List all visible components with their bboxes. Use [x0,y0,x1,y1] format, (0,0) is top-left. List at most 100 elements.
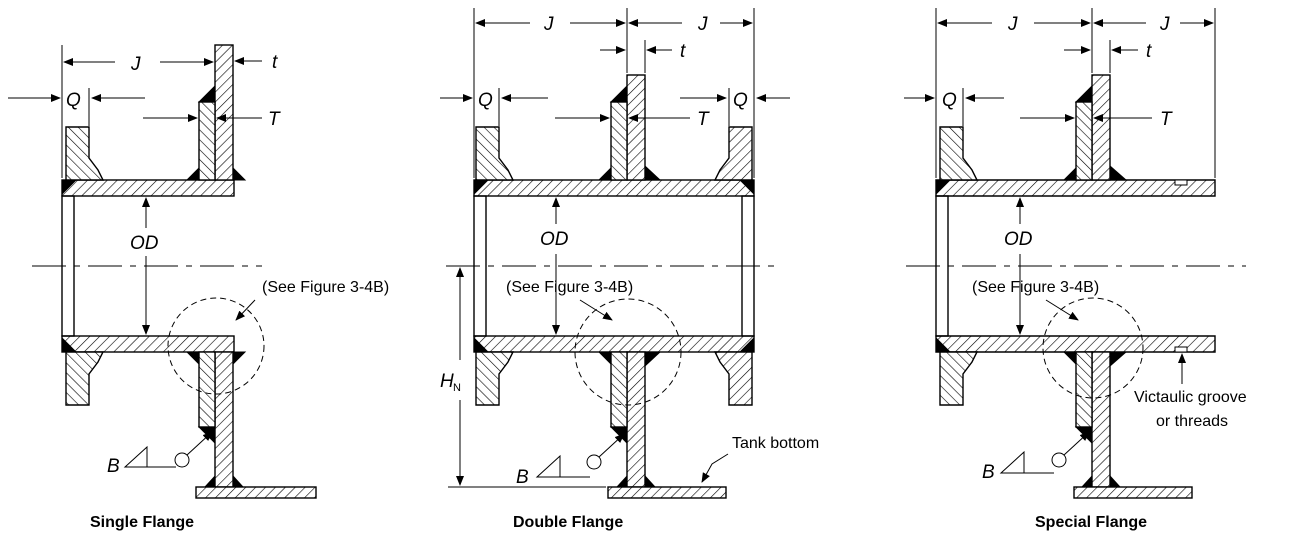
weld-symbol-B: B [516,467,529,488]
weld [1062,351,1077,366]
dim-t-label: t [1146,41,1152,62]
dim-Q-label: Q [733,90,748,111]
tank-wall-plate [214,44,234,181]
weld [1109,164,1128,181]
dim-OD-label: OD [1004,229,1033,250]
flange-hub-top [939,126,979,181]
dim-OD-label: OD [540,229,569,250]
weld-symbol-flag [535,454,590,478]
special-flange-view: J J t Q T OD (See Figure 3-4B) Victaulic… [904,8,1247,531]
dim-t-label: t [272,52,278,73]
pipe-bottom-wall [473,335,755,353]
dim-Q-label: Q [478,90,493,111]
weld [1062,166,1077,181]
weld [609,426,628,445]
detail-circle [1042,297,1144,399]
weld [1109,351,1128,368]
pipe-top-wall [473,179,755,197]
dim-J-label: J [1007,14,1018,35]
weld [609,84,628,103]
tank-bottom-note: Tank bottom [732,435,819,452]
flange-hub-bottom-right [713,351,753,406]
caption-special-flange: Special Flange [1035,514,1147,531]
dim-T-label: T [697,109,710,130]
reinforcing-pad [1075,101,1093,181]
weld [232,166,247,181]
weld [473,179,490,196]
weld-all-around-circle [174,452,190,468]
weld [232,474,245,488]
flange-hub-bottom-left [475,351,515,406]
flange-hub-top-left [475,126,515,181]
weld [61,179,78,196]
double-flange-view: J J t Q Q T OD H N (See Figure 3-4B) [440,8,819,531]
reinforcing-pad [198,101,216,181]
dim-J-label: J [697,14,708,35]
tank-bottom-leader [701,453,729,483]
weld [597,351,612,366]
weld [644,474,657,488]
detail-circle [167,297,265,395]
reinforcing-pad-lower [1075,351,1093,428]
weld-leader [598,433,625,458]
dim-J-label: J [1159,14,1170,35]
dim-t-label: t [680,41,686,62]
weld-symbol-flag [123,445,176,468]
dim-T-label: T [268,109,281,130]
weld-all-around-circle [586,454,602,470]
tank-wall-plate-lower [214,351,234,488]
weld [185,351,200,366]
see-figure-note: (See Figure 3-4B) [262,279,389,296]
dim-Q-label: Q [66,90,81,111]
weld [232,351,247,366]
weld [1074,426,1093,445]
caption-single-flange: Single Flange [90,514,194,531]
weld [597,166,612,181]
victaulic-groove-top [1174,179,1188,186]
weld [61,336,78,353]
weld-all-around-circle [1051,452,1067,468]
weld [1074,84,1093,103]
tank-bottom-plate [1073,486,1193,499]
dim-HN-subscript: N [453,382,461,394]
weld [473,336,490,353]
dim-J-label: J [130,54,141,75]
pipe-bottom-wall [61,335,235,353]
caption-double-flange: Double Flange [513,514,623,531]
weld [644,164,662,181]
weld [1109,474,1122,488]
single-flange-view: J t Q T OD (See Figure 3-4B) B Single Fl… [8,44,389,531]
tank-wall-plate [626,74,646,181]
reinforcing-pad [610,101,628,181]
weld-leader [1063,431,1090,456]
tank-wall-plate-lower [626,351,646,488]
dim-T-label: T [1160,109,1173,130]
weld-symbol-B: B [982,462,995,483]
leader-line [235,299,256,321]
reinforcing-pad-lower [198,351,216,428]
dim-HN-label: H [440,371,454,392]
weld [738,179,755,196]
tank-wall-plate [1091,74,1111,181]
tank-bottom-plate [195,486,317,499]
weld-symbol-B: B [107,456,120,477]
weld [738,336,755,353]
see-figure-note: (See Figure 3-4B) [506,279,633,296]
pipe-top-wall [935,179,1216,197]
flange-hub-top-right [713,126,753,181]
weld [197,426,216,445]
weld [185,166,200,181]
weld [615,474,628,488]
weld [203,474,216,488]
leader-line [579,299,613,321]
flange-hub-bottom [65,351,105,406]
victaulic-note-line2: or threads [1156,413,1228,430]
flange-hub-top [65,126,105,181]
weld [935,179,952,196]
tank-wall-plate-lower [1091,351,1111,488]
flange-hub-bottom [939,351,979,406]
pipe-bottom-wall [935,335,1216,353]
weld-leader [186,431,213,456]
weld [935,336,952,353]
